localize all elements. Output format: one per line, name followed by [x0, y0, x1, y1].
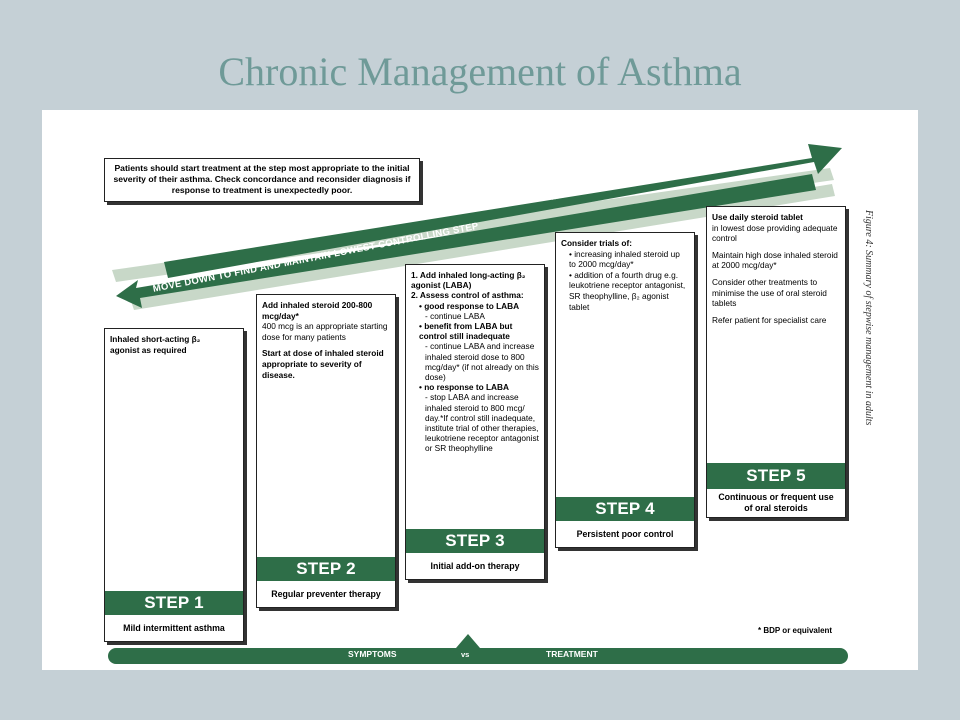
- instruction-note: Patients should start treatment at the s…: [104, 158, 420, 202]
- bottom-bar-triangle: [456, 634, 480, 648]
- step-2-banner: STEP 2: [257, 557, 395, 581]
- step-5-p1: in lowest dose providing adequate contro…: [712, 222, 838, 244]
- bar-label-vs: vs: [461, 650, 470, 659]
- step-4-caption: Persistent poor control: [576, 528, 674, 539]
- figure-caption: Figure 4: Summary of stepwise management…: [863, 210, 874, 426]
- bottom-bar: [108, 648, 848, 664]
- step-1-banner: STEP 1: [105, 591, 243, 615]
- step-2-line-3: Start at dose of inhaled steroid appropr…: [262, 348, 384, 380]
- arrow-up: [164, 144, 842, 278]
- footnote: * BDP or equivalent: [758, 626, 833, 635]
- step-3-item-1: 1. Add inhaled long-acting β₂ agonist (L…: [411, 270, 526, 291]
- arrows-graphic: [108, 144, 848, 664]
- step-2-line-2: 400 mcg is an appropriate starting dose …: [262, 321, 388, 342]
- step-3-item-2: 2. Assess control of asthma:: [411, 290, 524, 301]
- step-2-line-1: Add inhaled steroid 200-800 mcg/day*: [262, 300, 373, 321]
- arrow-down: [116, 174, 816, 308]
- step-1-caption: Mild intermittent asthma: [123, 622, 225, 633]
- arrow-down-shadow: [130, 184, 835, 310]
- bar-label-treatment: TREATMENT: [546, 649, 598, 659]
- step-3-bullet-1-text: - continue LABA: [425, 310, 485, 321]
- step-5-p2: Maintain high dose inhaled steroid at 20…: [712, 249, 838, 271]
- step-1-line-1: Inhaled short-acting β₂: [110, 334, 201, 344]
- step-3-bullet-3-title: • no response to LABA: [419, 382, 510, 393]
- step-4-bullet-1: • increasing inhaled steroid up to 2000 …: [569, 248, 680, 270]
- step-3-bullet-3-text: - stop LABA and increase inhaled steroid…: [425, 392, 539, 454]
- stepwise-figure: Patients should start treatment at the s…: [42, 110, 918, 670]
- step-3-bullet-1-title: • good response to LABA: [419, 300, 520, 311]
- step-5-box: Use daily steroid tablet in lowest dose …: [706, 206, 846, 518]
- step-5-p3: Consider other treatments to minimise th…: [712, 276, 827, 309]
- step-3-bullet-2-text: - continue LABA and increase inhaled ste…: [425, 341, 539, 383]
- step-4-bullet-2: • addition of a fourth drug e.g. leukotr…: [569, 269, 686, 312]
- step-5-caption: Continuous or frequent use of oral stero…: [718, 492, 834, 513]
- step-5-banner: STEP 5: [707, 463, 845, 489]
- step-4-banner: STEP 4: [556, 497, 694, 521]
- slide-title: Chronic Management of Asthma: [218, 49, 742, 94]
- step-1-box: Inhaled short-acting β₂ agonist as requi…: [104, 328, 244, 642]
- step-5-p4: Refer patient for specialist care: [712, 314, 827, 325]
- step-2-box: Add inhaled steroid 200-800 mcg/day* 400…: [256, 294, 396, 608]
- step-4-heading: Consider trials of:: [561, 238, 632, 248]
- step-5-p1-bold: Use daily steroid tablet: [712, 212, 803, 222]
- step-3-caption: Initial add-on therapy: [430, 560, 520, 571]
- step-2-caption: Regular preventer therapy: [271, 588, 381, 599]
- step-1-line-2: agonist as required: [110, 344, 187, 355]
- step-3-bullet-2-title: • benefit from LABA but control still in…: [419, 321, 513, 342]
- step-3-box: 1. Add inhaled long-acting β₂ agonist (L…: [405, 264, 545, 580]
- step-3-banner: STEP 3: [406, 529, 544, 553]
- bar-label-symptoms: SYMPTOMS: [348, 649, 397, 659]
- step-4-box: Consider trials of: • increasing inhaled…: [555, 232, 695, 548]
